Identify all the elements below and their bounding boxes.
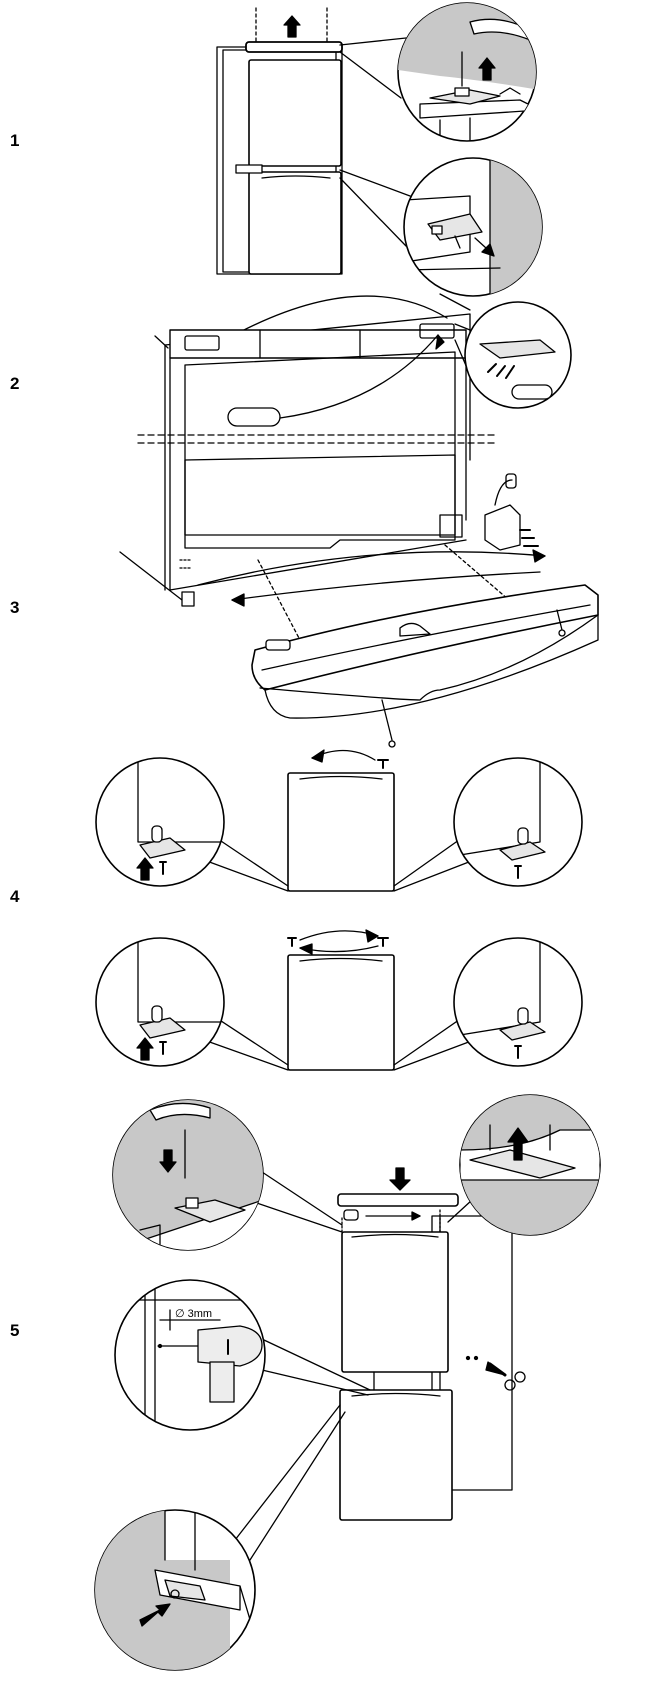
step-1-illustration bbox=[216, 2, 543, 297]
zoom-drill-hole: ∅ 3mm bbox=[114, 1279, 266, 1431]
zoom-top-cover-fix bbox=[112, 1099, 264, 1251]
arrow-up-icon bbox=[478, 57, 496, 81]
zoom-top-hinge bbox=[397, 2, 537, 142]
step-number-3: 3 bbox=[10, 598, 20, 617]
hinge-icon bbox=[484, 504, 521, 551]
zoom-middle-hinge bbox=[403, 157, 543, 297]
screw-icon bbox=[514, 1045, 522, 1059]
zoom-left-upper bbox=[95, 757, 225, 887]
screw-icon bbox=[514, 865, 522, 879]
arrow-icon bbox=[139, 1603, 171, 1627]
step-number-1: 1 bbox=[10, 131, 20, 150]
arrow-down-icon bbox=[389, 1167, 411, 1191]
step-5-illustration: ∅ 3mm bbox=[94, 1094, 601, 1671]
zoom-handle-parts bbox=[464, 301, 572, 409]
zoom-bottom-hinge bbox=[94, 1509, 256, 1671]
step-2-illustration bbox=[137, 293, 572, 591]
arrow-down-icon bbox=[159, 1149, 177, 1173]
drill-size-label: ∅ 3mm bbox=[175, 1308, 212, 1320]
screw-icon bbox=[159, 1041, 167, 1055]
step-3-illustration bbox=[119, 454, 599, 748]
arrow-up-icon bbox=[136, 857, 154, 881]
zoom-hinge-pin bbox=[459, 1094, 601, 1236]
zoom-right-lower bbox=[453, 937, 583, 1067]
step-4-illustration bbox=[95, 749, 583, 1071]
screw-icon bbox=[159, 861, 167, 875]
step-number-2: 2 bbox=[10, 374, 20, 393]
arrow-up-icon bbox=[136, 1037, 154, 1061]
arrow-down-icon bbox=[474, 237, 495, 257]
zoom-right-upper bbox=[453, 757, 583, 887]
step-number-5: 5 bbox=[10, 1321, 20, 1340]
arrow-up-icon bbox=[283, 15, 301, 38]
step-number-4: 4 bbox=[10, 887, 20, 906]
arrow-up-icon bbox=[507, 1127, 529, 1161]
zoom-left-lower bbox=[95, 937, 225, 1067]
